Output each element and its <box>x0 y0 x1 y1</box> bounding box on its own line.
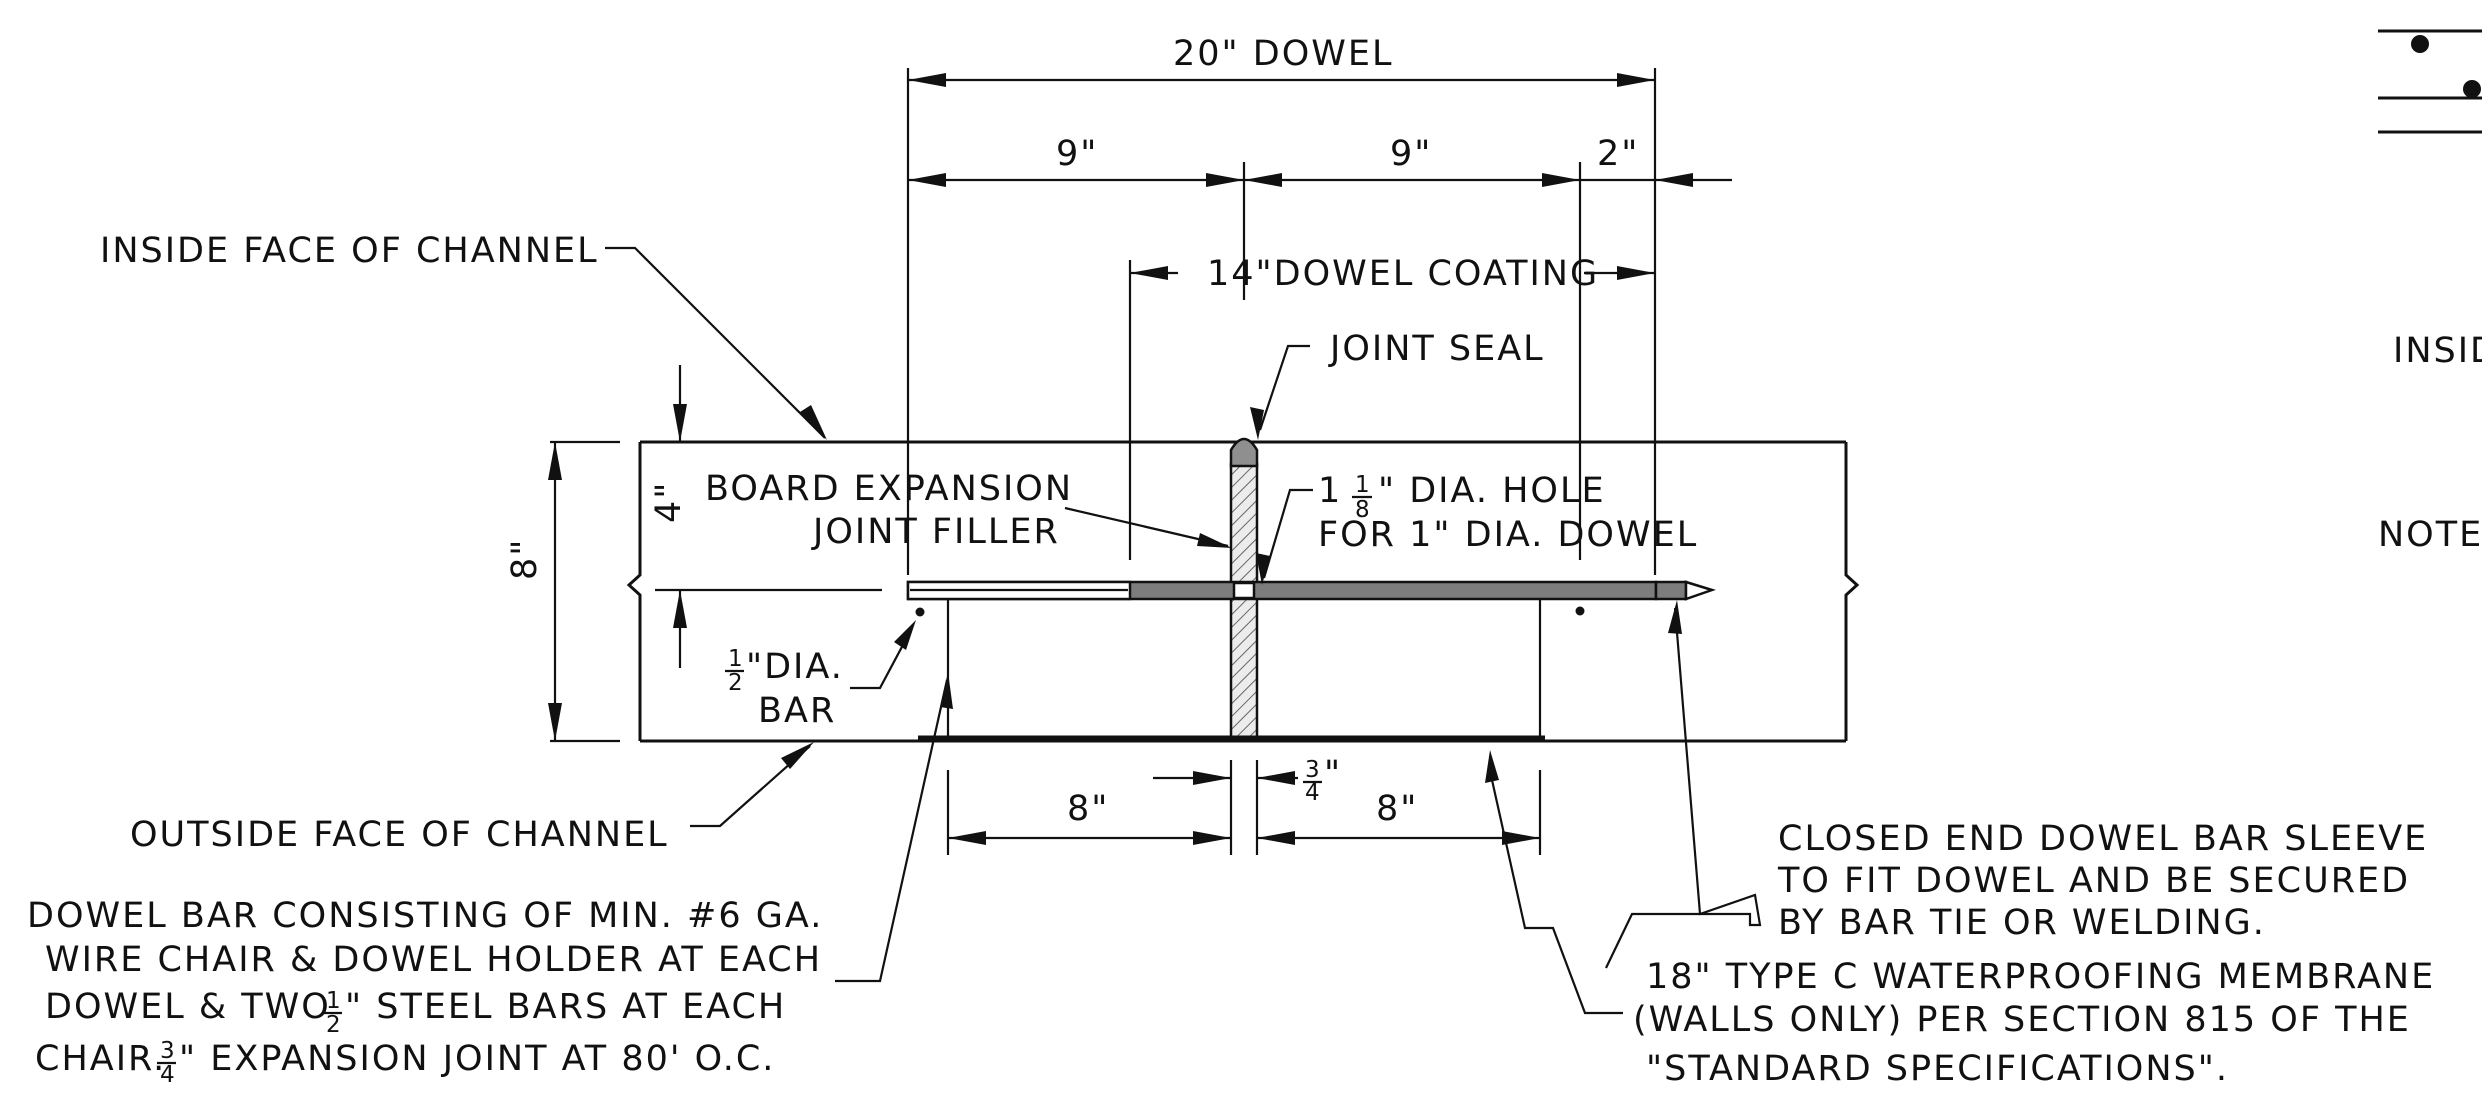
label-chair-line4-a: CHAIR. <box>35 1039 166 1079</box>
label-inside-face: INSIDE FACE OF CHANNEL <box>100 231 599 271</box>
dimension-lines <box>548 73 1732 845</box>
dim-coating: 14"DOWEL COATING <box>1207 254 1599 294</box>
label-outside-face: OUTSIDE FACE OF CHANNEL <box>130 815 669 855</box>
extension-lines <box>550 68 1657 855</box>
dim-half-depth: 4" <box>649 481 689 523</box>
dim-joint-width-den: 4 <box>1305 780 1322 806</box>
wire-chair <box>946 599 1542 741</box>
joint-seal <box>1229 437 1259 468</box>
label-membrane-line2: (WALLS ONLY) PER SECTION 815 OF THE <box>1633 1000 2411 1040</box>
label-bar-line2: BAR <box>758 691 836 731</box>
dim-two: 2" <box>1597 134 1639 174</box>
joint-filler <box>1229 462 1259 743</box>
steel-bar-right <box>1575 606 1585 616</box>
dowel-bar <box>906 580 1717 601</box>
label-sleeve-line1: CLOSED END DOWEL BAR SLEEVE <box>1778 819 2428 859</box>
label-inside-partial: INSID <box>2393 331 2482 371</box>
label-bar-line1: "DIA. <box>746 647 844 687</box>
label-chair-line3-a: DOWEL & TWO <box>45 987 331 1027</box>
label-chair-line1: DOWEL BAR CONSISTING OF MIN. #6 GA. <box>27 896 823 936</box>
label-joint-seal: JOINT SEAL <box>1328 329 1545 369</box>
dim-joint-width-mark: " <box>1324 754 1342 794</box>
label-chair-line2: WIRE CHAIR & DOWEL HOLDER AT EACH <box>45 940 822 980</box>
label-chair-line3-den: 2 <box>326 1012 343 1038</box>
label-membrane-line3: "STANDARD SPECIFICATIONS". <box>1646 1049 2229 1089</box>
label-chair-line3-b: " STEEL BARS AT EACH <box>345 987 786 1027</box>
dim-dowel-length: 20" DOWEL <box>1173 34 1393 74</box>
dim-bottom-right-eight: 8" <box>1376 789 1418 829</box>
steel-bar-left <box>915 607 925 617</box>
label-hole-line2: FOR 1" DIA. DOWEL <box>1318 515 1698 555</box>
dim-bottom-left-eight: 8" <box>1067 789 1109 829</box>
dim-right-nine: 9" <box>1390 134 1432 174</box>
label-filler-line1: BOARD EXPANSION <box>705 469 1073 509</box>
label-filler-line2: JOINT FILLER <box>811 512 1060 552</box>
label-chair-line3-num: 1 <box>326 988 343 1014</box>
label-chair-line4-den: 4 <box>160 1062 177 1088</box>
label-hole-den: 8 <box>1355 497 1372 523</box>
leader-lines <box>605 246 1762 1015</box>
label-hole-num: 1 <box>1355 472 1372 498</box>
label-sleeve-line3: BY BAR TIE OR WELDING. <box>1778 903 2266 943</box>
label-chair-line4-num: 3 <box>160 1038 177 1064</box>
label-hole-post: " DIA. HOLE <box>1378 471 1606 511</box>
dim-slab-depth: 8" <box>505 538 545 580</box>
dim-left-nine: 9" <box>1056 134 1098 174</box>
label-sleeve-line2: TO FIT DOWEL AND BE SECURED <box>1777 861 2410 901</box>
label-membrane-line1: 18" TYPE C WATERPROOFING MEMBRANE <box>1646 957 2435 997</box>
label-chair-line4-b: " EXPANSION JOINT AT 80' O.C. <box>179 1039 775 1079</box>
section-marker-partial <box>2378 29 2482 134</box>
label-bar-num: 1 <box>728 646 745 672</box>
label-bar-den: 2 <box>728 670 745 696</box>
dim-joint-width-num: 3 <box>1305 757 1322 783</box>
label-hole-pre: 1 <box>1318 471 1342 511</box>
label-note-partial: NOTE: <box>2378 515 2482 555</box>
